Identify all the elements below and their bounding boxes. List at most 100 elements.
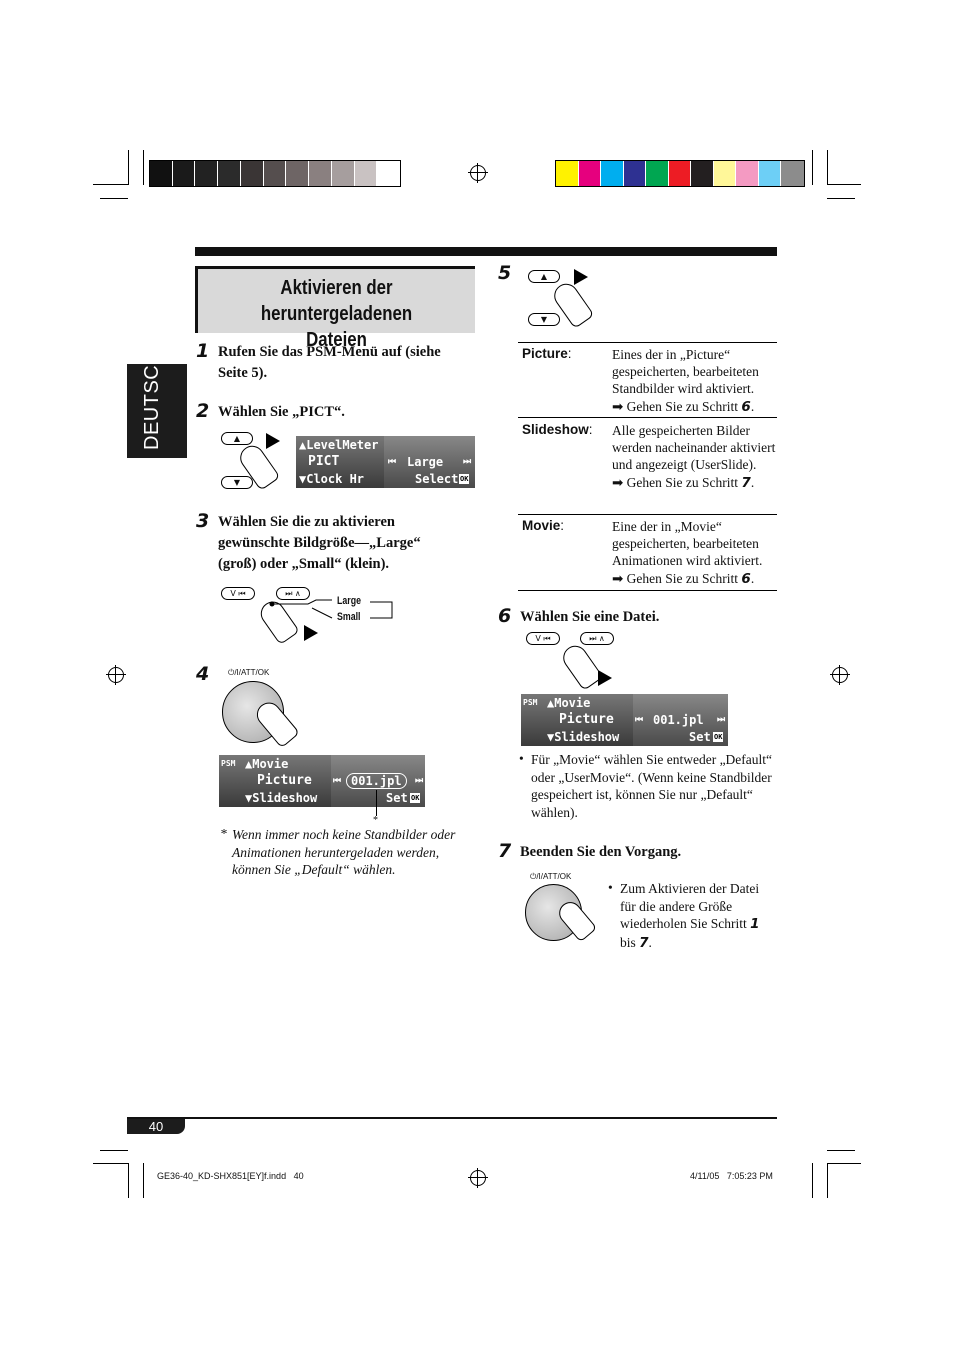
footer-filename: GE36-40_KD-SHX851[EY]f.indd 40 <box>157 1171 304 1181</box>
table-rule <box>518 417 777 418</box>
power-button-label: ⏻/I/ATT/OK <box>530 872 572 881</box>
registration-mark-icon <box>468 1168 488 1188</box>
language-tab-label: DEUTSCH <box>141 349 163 450</box>
prev-icon: ⏮ <box>333 776 342 786</box>
crop-mark <box>128 150 129 185</box>
arrow-right-icon <box>574 269 588 285</box>
crop-mark <box>812 1163 813 1198</box>
step-number: 2 <box>196 400 210 422</box>
crop-mark <box>827 1150 855 1151</box>
step-1-text: Rufen Sie das PSM-Menü auf (siehe Seite … <box>218 344 441 381</box>
crop-mark <box>827 1163 828 1198</box>
registration-mark-icon <box>830 665 850 685</box>
crop-mark <box>93 1163 128 1164</box>
crop-mark <box>827 198 855 199</box>
color-swatch <box>556 161 578 186</box>
power-button-label: ⏻/I/ATT/OK <box>228 668 270 677</box>
color-swatch <box>578 161 601 186</box>
lcd-display-movie: PSM ▲Movie Picture ▼Slideshow ⏮ 001.jpl … <box>521 694 728 746</box>
arrow-right-icon <box>598 670 612 686</box>
color-swatch <box>668 161 691 186</box>
crop-mark <box>93 184 128 185</box>
color-swatch <box>736 161 758 186</box>
table-rule <box>518 342 777 343</box>
lcd-row-picture: Picture <box>257 773 312 788</box>
down-button[interactable]: ▼ <box>221 476 253 489</box>
process-color-bar <box>555 160 805 187</box>
color-swatch <box>331 161 354 186</box>
crop-mark <box>128 1163 129 1198</box>
color-swatch <box>691 161 713 186</box>
lcd-row-clock: ▼Clock Hr <box>299 472 365 486</box>
color-swatch <box>646 161 668 186</box>
footnote-text: Wenn immer noch keine Standbilder oder A… <box>232 827 456 878</box>
lcd-filename: 001.jpl <box>653 713 704 727</box>
color-swatch <box>150 161 172 186</box>
lcd-row-picture: Picture <box>559 712 614 727</box>
bullet: • <box>519 751 524 766</box>
table-text-picture: Eines der in „Picture“ gespeicherten, be… <box>612 347 759 415</box>
crop-mark <box>812 150 813 185</box>
next-button[interactable]: ⏭ ∧ <box>276 587 310 600</box>
up-button[interactable]: ▲ <box>221 432 253 445</box>
lcd-row-movie: ▲Movie <box>245 757 289 771</box>
option-large: Large <box>337 595 361 607</box>
ok-icon: OK <box>459 474 470 484</box>
table-rule <box>518 514 777 515</box>
step-3-text: Wählen Sie die zu aktivieren gewünschte … <box>218 514 421 572</box>
lcd-row-slideshow: ▼Slideshow <box>245 791 318 805</box>
next-button[interactable]: ⏭ ∧ <box>580 632 614 645</box>
table-label-slideshow: Slideshow: <box>522 422 593 437</box>
step-number: 5 <box>498 262 512 284</box>
prev-button[interactable]: V ⏮ <box>221 587 255 600</box>
prev-button[interactable]: V ⏮ <box>526 632 560 645</box>
language-side-tab: DEUTSCH <box>127 350 187 458</box>
step-number: 3 <box>196 510 210 532</box>
down-button[interactable]: ▼ <box>528 313 560 326</box>
psm-badge: PSM <box>523 698 538 707</box>
ok-icon: OK <box>410 793 421 803</box>
lcd-row-levelmeter: ▲LevelMeter <box>299 438 379 452</box>
footer-date: 4/11/05 7:05:23 PM <box>690 1171 773 1181</box>
psm-badge: PSM <box>221 759 236 768</box>
top-rule <box>195 247 777 256</box>
lcd-value-select: Select <box>415 472 459 486</box>
color-swatch <box>758 161 781 186</box>
crop-mark <box>827 184 861 185</box>
color-swatch <box>195 161 218 186</box>
color-swatch <box>240 161 263 186</box>
color-swatch <box>309 161 331 186</box>
crop-mark <box>827 150 828 185</box>
size-selector-connector-icon <box>269 599 393 619</box>
arrow-right-icon <box>266 433 280 449</box>
color-swatch <box>713 161 736 186</box>
registration-mark-icon <box>468 163 488 183</box>
lcd-row-movie: ▲Movie <box>547 696 591 710</box>
crop-mark <box>143 150 144 185</box>
crop-mark <box>100 198 128 199</box>
section-title-box: Aktivieren der heruntergeladenen Dateien <box>195 266 475 351</box>
page-number: 40 <box>127 1119 185 1134</box>
lcd-value-set: Set <box>386 791 408 805</box>
finger-icon <box>558 641 604 691</box>
prev-icon: ⏮ <box>388 457 397 467</box>
table-text-movie: Eine der in „Movie“ gespeicherten, bearb… <box>612 519 763 587</box>
color-swatch <box>377 161 400 186</box>
callout-asterisk: * <box>373 815 378 826</box>
step-7-note: Zum Aktivieren der Datei für die andere … <box>620 881 760 952</box>
bottom-rule <box>127 1117 777 1119</box>
table-label-movie: Movie: <box>522 518 565 533</box>
color-swatch <box>218 161 240 186</box>
color-swatch <box>781 161 804 186</box>
step-6-text: Wählen Sie eine Datei. <box>520 609 660 625</box>
lcd-value-set: Set <box>689 730 711 744</box>
lcd-row-slideshow: ▼Slideshow <box>547 730 620 744</box>
crop-mark <box>827 1163 861 1164</box>
bullet: • <box>608 880 613 895</box>
step-7-text: Beenden Sie den Vorgang. <box>520 844 682 860</box>
section-title-line-1: Aktivieren der heruntergeladenen <box>260 276 413 325</box>
color-swatch <box>354 161 377 186</box>
step-6-note: Für „Movie“ wählen Sie entweder „Default… <box>531 752 773 821</box>
up-button[interactable]: ▲ <box>528 270 560 283</box>
grayscale-color-bar <box>149 160 401 187</box>
